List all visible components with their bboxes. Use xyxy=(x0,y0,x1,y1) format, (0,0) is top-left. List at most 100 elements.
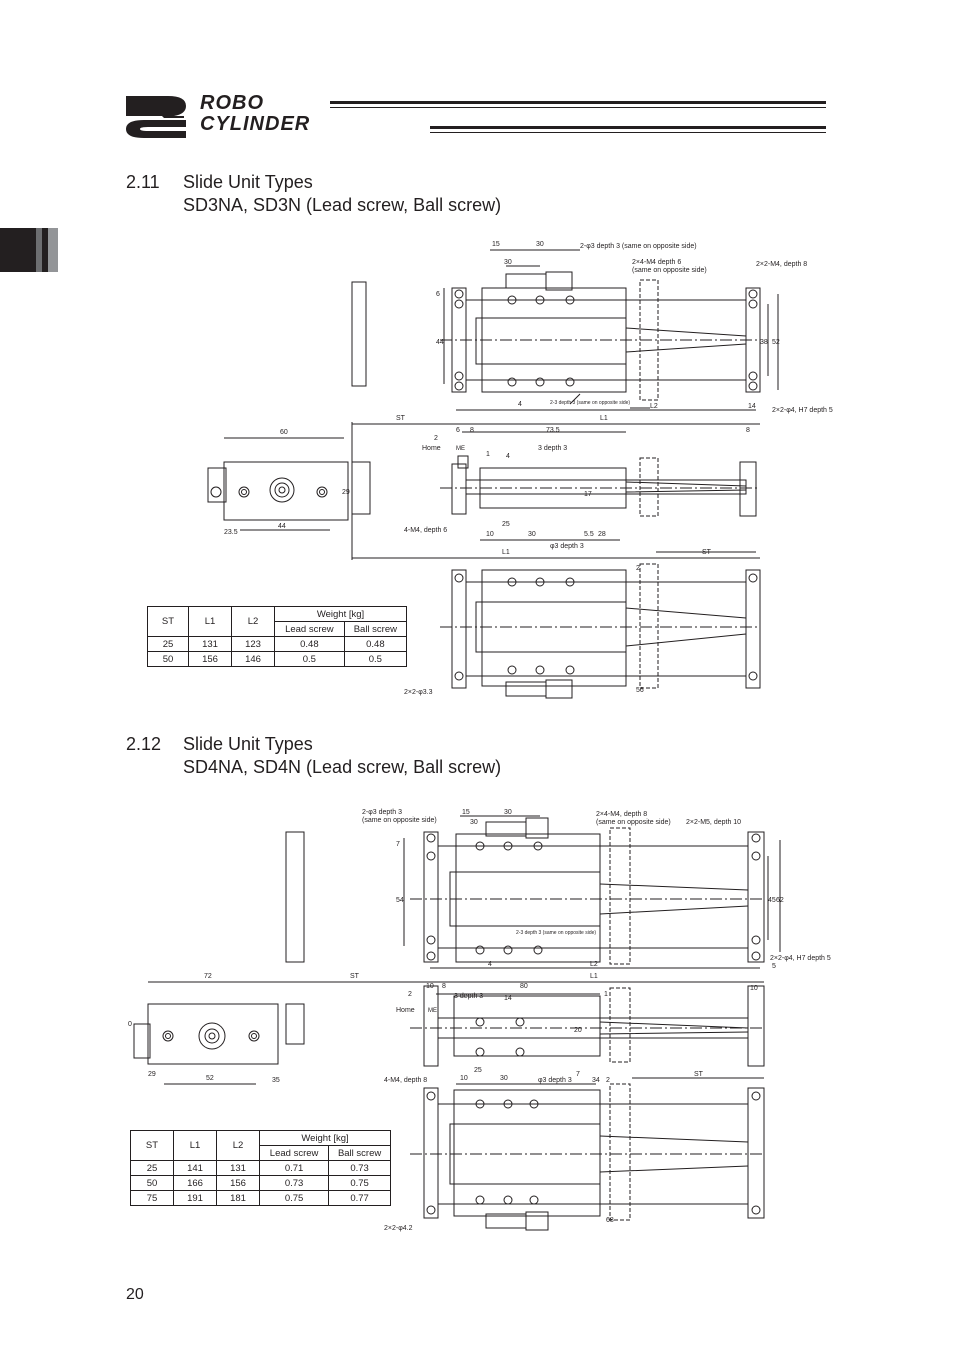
dimension-label-d235: 23.5 xyxy=(224,529,238,536)
dimension-label-d10c: 10 xyxy=(460,1075,468,1082)
th-st: ST xyxy=(147,606,189,637)
dimension-label-d30b: 30 xyxy=(504,259,512,266)
dimension-label-d10b: 10 xyxy=(750,985,758,992)
dimension-label-st: ST xyxy=(396,415,406,422)
dimension-label-d44: 44 xyxy=(436,339,444,346)
dimension-label-d6: 6 xyxy=(436,291,440,298)
dimension-label-d14: 14 xyxy=(748,403,756,410)
dimension-label-st: ST xyxy=(350,973,360,980)
dimension-label-d2x42: 2×2-φ4.2 xyxy=(384,1225,413,1232)
th-lead: Lead screw xyxy=(258,1145,330,1161)
dimension-label-d7: 7 xyxy=(396,841,400,848)
dimension-label-stb: ST xyxy=(694,1071,704,1078)
dimension-label-d10: 10 xyxy=(426,983,434,990)
dimension-label-d30b: 30 xyxy=(504,809,512,816)
robo-cylinder-logo: ROBO CYLINDER xyxy=(124,92,434,140)
dimension-label-d2: 2 xyxy=(408,991,412,998)
cell-l2: 146 xyxy=(231,651,275,667)
dimension-label-d2b: 2 xyxy=(636,565,640,572)
dimension-label-d2: 2 xyxy=(434,435,438,442)
dimension-label-d62: 62 xyxy=(776,897,784,904)
dimension-label-d30c: 30 xyxy=(528,531,536,538)
th-ball: Ball screw xyxy=(343,621,408,637)
section-2-11-title: 2.11 Slide Unit Types SD3NA, SD3N (Lead … xyxy=(126,171,626,217)
header-rule-2 xyxy=(330,107,826,108)
cell-ball: 0.5 xyxy=(343,651,408,667)
section-subtitle: SD3NA, SD3N (Lead screw, Ball screw) xyxy=(183,195,502,215)
cell-l1: 166 xyxy=(173,1175,217,1191)
dimension-label-d30a: 30 xyxy=(470,819,478,826)
section-subtitle: SD4NA, SD4N (Lead screw, Ball screw) xyxy=(183,757,502,777)
cell-ball: 0.75 xyxy=(328,1175,391,1191)
cell-l2: 181 xyxy=(216,1190,260,1206)
cell-st: 50 xyxy=(130,1175,174,1191)
cell-st: 75 xyxy=(130,1190,174,1206)
top-view-holes xyxy=(454,289,758,391)
cell-ball: 0.73 xyxy=(328,1160,391,1176)
dimension-label-home: Home xyxy=(396,1007,415,1014)
dimension-label-m4dep: 4-M4, depth 8 xyxy=(384,1077,427,1084)
dimension-label-d56: 56 xyxy=(636,687,644,694)
dimension-label-m4dep: 4-M4, depth 6 xyxy=(404,527,447,534)
dimension-label-hole3c: φ3 depth 3 xyxy=(538,1077,572,1084)
cell-lead: 0.48 xyxy=(274,636,345,652)
dimension-label-d52: 52 xyxy=(206,1075,214,1082)
dimension-label-d25: 25 xyxy=(502,521,510,528)
page-number: 20 xyxy=(126,1286,144,1303)
dimension-label-l1b: L1 xyxy=(502,549,510,556)
dimension-label-d10: 10 xyxy=(486,531,494,538)
section-number: 2.11 xyxy=(126,172,160,192)
th-l2: L2 xyxy=(216,1130,260,1161)
header-rule-3 xyxy=(430,126,826,129)
rc-logo-mark-icon xyxy=(126,96,186,138)
cell-lead: 0.5 xyxy=(274,651,345,667)
dimension-label-d15: 15 xyxy=(462,809,470,816)
dimension-label-d8: 8 xyxy=(442,983,446,990)
cell-l1: 131 xyxy=(188,636,232,652)
header-rule-4 xyxy=(430,132,826,133)
dimension-label-me: ME xyxy=(428,1008,437,1014)
dimension-label-d14: 14 xyxy=(504,995,512,1002)
table-row: 25 141 131 0.71 0.73 xyxy=(130,1160,391,1176)
table-row: 75 191 181 0.75 0.77 xyxy=(130,1190,391,1206)
chapter-tab-mark xyxy=(0,228,58,272)
dimension-label-d80: 80 xyxy=(520,983,528,990)
dimension-label-hole3b: (same on opposite side) xyxy=(362,817,437,824)
dimension-label-d30c: 30 xyxy=(500,1075,508,1082)
dimension-label-d2_3: 2-3 depth 3 (same on opposite side) xyxy=(516,930,596,936)
dimension-label-d2_3: 2-3 depth 3 (same on opposite side) xyxy=(550,400,630,406)
cell-st: 25 xyxy=(147,636,189,652)
dimension-label-d8b: 8 xyxy=(746,427,750,434)
dimension-label-hole3b: φ3 depth 3 xyxy=(550,543,584,550)
cell-lead: 0.71 xyxy=(258,1160,330,1176)
cell-lead: 0.75 xyxy=(258,1190,330,1206)
dimension-label-l2: L2 xyxy=(650,403,658,410)
dimension-label-d28: 28 xyxy=(598,531,606,538)
dimension-label-m4b: (same on opposite side) xyxy=(596,819,671,826)
dimension-label-l1: L1 xyxy=(600,415,608,422)
logo-line-2: CYLINDER xyxy=(200,113,311,135)
dimension-label-l2: L2 xyxy=(590,961,598,968)
dimension-label-d52: 52 xyxy=(772,339,780,346)
header-rule-1 xyxy=(330,101,826,104)
dimension-label-hole3: 2-φ3 depth 3 xyxy=(362,809,402,816)
dimension-label-m5: 2×2-M5, depth 10 xyxy=(686,819,741,826)
th-ball: Ball screw xyxy=(328,1145,391,1161)
th-l2: L2 xyxy=(231,606,275,637)
table-row: 25 131 123 0.48 0.48 xyxy=(147,636,408,652)
cell-l2: 131 xyxy=(216,1160,260,1176)
dimension-label-d6b: 6 xyxy=(456,427,460,434)
sd3n-weight-table: ST L1 L2 Weight [kg] Lead screw Ball scr… xyxy=(147,606,408,667)
dimension-label-d8: 8 xyxy=(470,427,474,434)
sd4n-weight-table: ST L1 L2 Weight [kg] Lead screw Ball scr… xyxy=(130,1130,391,1206)
section-title: Slide Unit Types xyxy=(183,172,313,192)
cell-l1: 156 xyxy=(188,651,232,667)
dimension-label-d1: 1 xyxy=(604,991,608,998)
dimension-label-m4: 2×4-M4 depth 6 xyxy=(632,259,681,266)
dimension-label-d45: 45 xyxy=(768,897,776,904)
cell-ball: 0.77 xyxy=(328,1190,391,1206)
sd4n-dimension-drawing: 2-φ3 depth 3 (same on opposite side) 15 … xyxy=(128,809,831,1232)
cell-st: 25 xyxy=(130,1160,174,1176)
dimension-label-d4b: 4 xyxy=(506,453,510,460)
dimension-label-m4b: (same on opposite side) xyxy=(632,267,707,274)
